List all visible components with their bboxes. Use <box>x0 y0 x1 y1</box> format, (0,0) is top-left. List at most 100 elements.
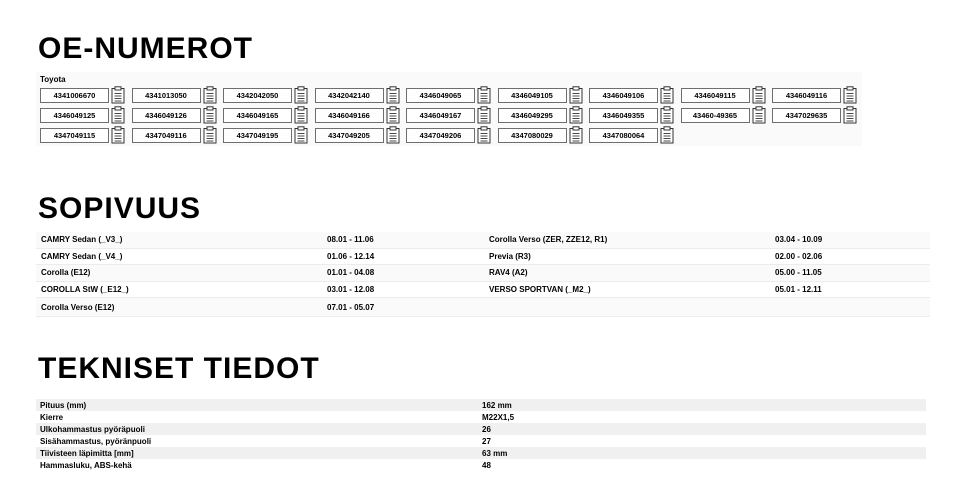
oe-number-field[interactable]: 4346049065 <box>406 87 475 103</box>
production-period: 01.06 - 12.14 <box>327 251 375 261</box>
vehicle-model: CAMRY Sedan (_V4_) <box>41 251 123 261</box>
oe-number-item: 4346049116 <box>772 85 864 105</box>
oe-number-field[interactable]: 4341006670 <box>40 87 109 103</box>
clipboard-icon[interactable] <box>569 126 583 144</box>
oe-number-item: 4347080064 <box>589 125 681 145</box>
oe-number-item: 4346049126 <box>131 105 224 125</box>
clipboard-icon[interactable] <box>477 86 491 104</box>
clipboard-icon[interactable] <box>203 86 217 104</box>
table-row: Kierre M22X1,5 <box>36 411 926 423</box>
table-row: Corolla Verso (E12) 07.01 - 05.07 <box>36 298 930 317</box>
oe-number-field[interactable]: 4347049115 <box>40 127 109 143</box>
oe-number-field[interactable]: 4347080029 <box>497 127 567 143</box>
clipboard-icon[interactable] <box>569 86 583 104</box>
oe-number-item: 4346049355 <box>589 105 681 125</box>
oe-number-field[interactable]: 4346049165 <box>223 107 292 123</box>
table-row: Tiivisteen läpimitta [mm] 63 mm <box>36 447 926 459</box>
oe-number-field[interactable]: 4347049206 <box>406 127 475 143</box>
oe-number-field[interactable]: 4347049116 <box>131 127 201 143</box>
clipboard-icon[interactable] <box>294 86 308 104</box>
vehicle-model: RAV4 (A2) <box>489 268 528 278</box>
oe-number-field[interactable]: 4347049195 <box>223 127 292 143</box>
clipboard-icon[interactable] <box>203 106 217 124</box>
oe-number-field[interactable]: 4347029635 <box>772 107 841 123</box>
oe-number-field[interactable]: 4346049116 <box>772 87 841 103</box>
oe-number-field[interactable]: 4341013050 <box>131 87 201 103</box>
spec-label: Tiivisteen läpimitta [mm] <box>40 448 134 458</box>
oe-number-field[interactable]: 4346049167 <box>406 107 475 123</box>
technical-data-title: TEKNISET TIEDOT <box>38 352 320 385</box>
vehicle-model: COROLLA StW (_E12_) <box>41 284 129 294</box>
compatibility-title: SOPIVUUS <box>38 192 202 225</box>
oe-number-item: 4346049106 <box>589 85 681 105</box>
oe-number-item: 4341006670 <box>40 85 132 105</box>
clipboard-icon[interactable] <box>477 106 491 124</box>
oe-number-item: 4342042050 <box>223 85 315 105</box>
oe-number-field[interactable]: 43460-49365 <box>680 107 750 123</box>
oe-number-field[interactable]: 4346049106 <box>589 87 658 103</box>
oe-number-item: 4347049195 <box>223 125 315 145</box>
clipboard-icon[interactable] <box>294 126 308 144</box>
spec-label: Hammasluku, ABS-kehä <box>40 460 132 470</box>
clipboard-icon[interactable] <box>660 126 674 144</box>
spec-label: Kierre <box>40 412 64 422</box>
clipboard-icon[interactable] <box>203 126 217 144</box>
spec-label: Ulkohammastus pyöräpuoli <box>40 424 145 434</box>
oe-number-field[interactable]: 4346049115 <box>680 87 750 103</box>
oe-number-item: 4347080029 <box>497 125 590 145</box>
spec-value: 26 <box>482 424 491 434</box>
clipboard-icon[interactable] <box>111 126 125 144</box>
clipboard-icon[interactable] <box>294 106 308 124</box>
oe-number-item: 43460-49365 <box>680 105 773 125</box>
clipboard-icon[interactable] <box>111 106 125 124</box>
spec-label: Pituus (mm) <box>40 400 87 410</box>
oe-number-item: 4347049205 <box>314 125 407 145</box>
oe-number-field[interactable]: 4346049105 <box>497 87 567 103</box>
clipboard-icon[interactable] <box>386 86 400 104</box>
oe-number-field[interactable]: 4346049355 <box>589 107 658 123</box>
spec-value: 63 mm <box>482 448 508 458</box>
clipboard-icon[interactable] <box>843 106 857 124</box>
clipboard-icon[interactable] <box>843 86 857 104</box>
production-period: 03.04 - 10.09 <box>775 235 823 245</box>
oe-number-field[interactable]: 4346049166 <box>314 107 384 123</box>
clipboard-icon[interactable] <box>386 126 400 144</box>
oe-number-item: 4346049115 <box>680 85 773 105</box>
clipboard-icon[interactable] <box>660 106 674 124</box>
spec-value: M22X1,5 <box>482 412 515 422</box>
spec-value: 27 <box>482 436 491 446</box>
oe-numbers-title: OE-NUMEROT <box>38 32 253 65</box>
clipboard-icon[interactable] <box>386 106 400 124</box>
vehicle-model: Corolla Verso (E12) <box>41 302 115 312</box>
oe-number-field[interactable]: 4346049126 <box>131 107 201 123</box>
spec-value: 48 <box>482 460 491 470</box>
oe-number-field[interactable]: 4342042140 <box>314 87 384 103</box>
oe-number-field[interactable]: 4346049125 <box>40 107 109 123</box>
oe-number-item: 4346049295 <box>497 105 590 125</box>
oe-number-field[interactable]: 4342042050 <box>223 87 292 103</box>
clipboard-icon[interactable] <box>660 86 674 104</box>
oe-number-field[interactable]: 4346049295 <box>497 107 567 123</box>
oe-number-field[interactable]: 4347080064 <box>589 127 658 143</box>
oe-number-field[interactable]: 4347049205 <box>314 127 384 143</box>
table-row: Hammasluku, ABS-kehä 48 <box>36 459 926 471</box>
clipboard-icon[interactable] <box>477 126 491 144</box>
table-row: Ulkohammastus pyöräpuoli 26 <box>36 423 926 435</box>
oe-number-item: 4347049206 <box>406 125 498 145</box>
production-period: 07.01 - 05.07 <box>327 302 375 312</box>
oe-number-item: 4346049105 <box>497 85 590 105</box>
oe-number-item: 4347029635 <box>772 105 864 125</box>
clipboard-icon[interactable] <box>111 86 125 104</box>
clipboard-icon[interactable] <box>752 86 766 104</box>
clipboard-icon[interactable] <box>752 106 766 124</box>
oe-number-item: 4346049165 <box>223 105 315 125</box>
production-period: 08.01 - 11.06 <box>327 235 374 245</box>
clipboard-icon[interactable] <box>569 106 583 124</box>
vehicle-model: VERSO SPORTVAN (_M2_) <box>489 284 591 294</box>
